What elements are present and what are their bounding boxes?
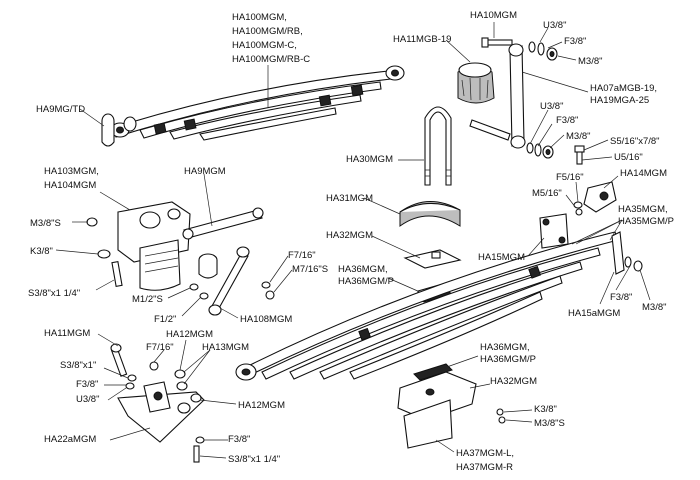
label-u3-8-b: U3/8" bbox=[540, 101, 563, 112]
label-ha14mgm: HA14MGM bbox=[620, 168, 667, 179]
seat-ha37mgm bbox=[397, 363, 477, 449]
fasteners-k3-8 bbox=[496, 408, 506, 424]
label-m7-16s: M7/16"S bbox=[292, 264, 328, 275]
label-ha12mgm-b: HA12MGM bbox=[238, 400, 285, 411]
label-ha31mgm: HA31MGM bbox=[326, 193, 373, 204]
pad-ha31mgm bbox=[399, 201, 461, 227]
plate-ha32mgm bbox=[403, 249, 462, 269]
bump-stop-ha11mgb19 bbox=[457, 62, 495, 104]
label-ha12mgm-a: HA12MGM bbox=[166, 329, 213, 340]
label-ha100: HA100MGM, HA100MGM/RB, HA100MGM-C, HA100… bbox=[232, 12, 310, 65]
label-ha37: HA37MGM-L, HA37MGM-R bbox=[456, 448, 517, 473]
label-ha13mgm: HA13MGM bbox=[202, 342, 249, 353]
label-ha30mgm: HA30MGM bbox=[346, 154, 393, 165]
label-u3-8-a: U3/8" bbox=[543, 20, 566, 31]
upper-leaf-spring bbox=[110, 65, 405, 141]
label-ha35: HA35MGM, HA35MGM/P bbox=[618, 204, 674, 227]
bush-ha9mgm bbox=[198, 253, 218, 279]
label-f5-16: F5/16" bbox=[556, 172, 584, 183]
shock-absorber-ha103 bbox=[117, 201, 191, 291]
label-m1-2s: M1/2"S bbox=[132, 294, 163, 305]
link-ha108mgm bbox=[208, 246, 250, 316]
label-f3-8-d: F3/8" bbox=[76, 379, 98, 390]
label-ha07: HA07aMGB-19, HA19MGA-25 bbox=[590, 83, 660, 106]
label-f3-8-c: F3/8" bbox=[610, 292, 632, 303]
label-ha15amgm: HA15aMGM bbox=[568, 308, 620, 319]
label-k3-8-a: K3/8" bbox=[30, 246, 53, 257]
label-f3-8-b: F3/8" bbox=[556, 115, 578, 126]
bracket-ha22amgm bbox=[117, 381, 205, 443]
link-ha07 bbox=[469, 43, 526, 149]
bolt-ha11mgm bbox=[110, 343, 128, 377]
label-s3-8x1: S3/8"x1" bbox=[60, 360, 96, 371]
label-ha36-a: HA36MGM, HA36MGM/P bbox=[338, 264, 394, 287]
label-ha15mgm: HA15MGM bbox=[478, 252, 525, 263]
label-u5-16: U5/16" bbox=[614, 152, 643, 163]
shackle-ha15mgm bbox=[539, 213, 569, 249]
bracket-ha14mgm bbox=[583, 181, 617, 213]
label-f3-8-e: F3/8" bbox=[228, 434, 250, 445]
label-ha36-b: HA36MGM, HA36MGM/P bbox=[480, 342, 536, 365]
label-m3-8s-b: M3/8"S bbox=[534, 418, 565, 429]
label-ha32mgm-a: HA32MGM bbox=[326, 230, 373, 241]
main-leaf-spring bbox=[235, 231, 619, 381]
label-m3-8-b: M3/8" bbox=[566, 131, 591, 142]
label-ha22amgm: HA22aMGM bbox=[44, 434, 96, 445]
label-ha10mgm: HA10MGM bbox=[470, 10, 517, 21]
label-s5-16: S5/16"x7/8" bbox=[610, 136, 660, 147]
label-f3-8-a: F3/8" bbox=[564, 36, 586, 47]
label-ha9mgm: HA9MGM bbox=[184, 166, 226, 177]
leader-lines bbox=[55, 22, 651, 459]
label-u3-8-c: U3/8" bbox=[76, 394, 99, 405]
bolt-ha10mgm bbox=[481, 37, 513, 48]
fasteners-m5-16 bbox=[573, 201, 583, 216]
label-m3-8-c: M3/8" bbox=[642, 302, 667, 313]
label-m3-8-a: M3/8" bbox=[578, 56, 603, 67]
fasteners-bottom-left bbox=[125, 361, 205, 463]
washers-mid bbox=[526, 142, 554, 159]
label-s3-8x114-b: S3/8"x1 1/4" bbox=[228, 454, 280, 465]
label-ha9mg-td: HA9MG/TD bbox=[36, 104, 85, 115]
label-f7-16-a: F7/16" bbox=[288, 250, 316, 261]
shackle-ha15amgm bbox=[611, 231, 643, 275]
label-ha11mgm: HA11MGM bbox=[44, 328, 90, 339]
label-ha103: HA103MGM, HA104MGM bbox=[44, 166, 102, 191]
washers-top bbox=[528, 41, 558, 61]
u-bolt-ha30mgm bbox=[424, 106, 452, 186]
part-labels: HA100MGM, HA100MGM/RB, HA100MGM-C, HA100… bbox=[28, 10, 674, 473]
small-fasteners-left bbox=[86, 217, 275, 300]
label-ha11mgb19: HA11MGB-19 bbox=[393, 34, 451, 45]
arm-ha9mgm bbox=[182, 207, 264, 240]
label-k3-8-b: K3/8" bbox=[534, 404, 557, 415]
label-ha32mgm-b: HA32MGM bbox=[490, 376, 537, 387]
label-m5-16: M5/16" bbox=[532, 188, 562, 199]
bush-ha9mg-td bbox=[101, 113, 137, 147]
bolt-s5-16 bbox=[574, 145, 585, 165]
label-f7-16-b: F7/16" bbox=[146, 342, 174, 353]
label-s3-8x114-a: S3/8"x1 1/4" bbox=[28, 288, 80, 299]
label-ha108mgm: HA108MGM bbox=[240, 314, 292, 325]
label-m3-8s-a: M3/8"S bbox=[30, 218, 61, 229]
label-f1-2: F1/2" bbox=[154, 314, 176, 325]
